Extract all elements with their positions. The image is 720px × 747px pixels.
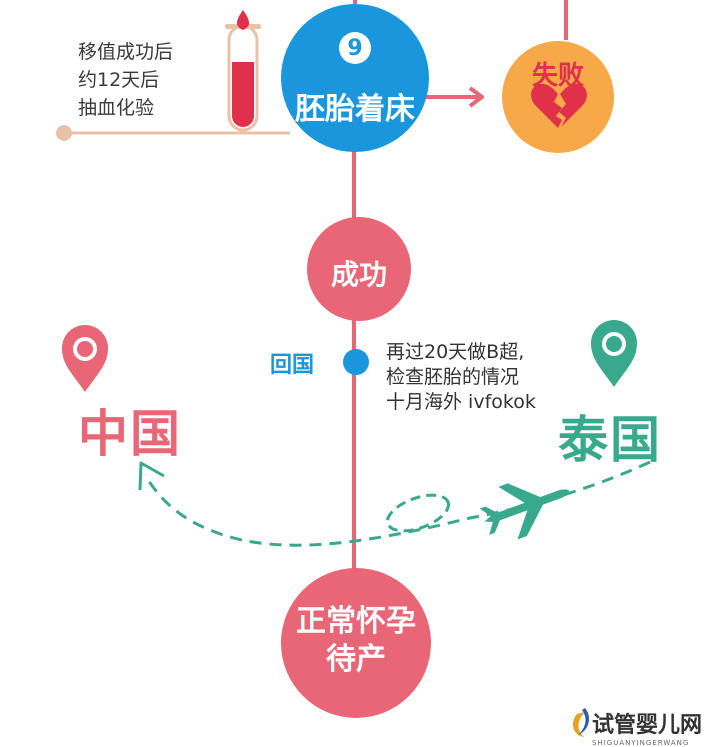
return-label: 回国 [270,353,315,378]
implantation-node [281,4,429,152]
brand-logo-icon [572,708,590,737]
china-label: 中国 [78,405,182,463]
location-pin-icon [62,325,108,392]
brand-name: 试管婴儿网 [592,712,703,738]
location-pin-icon [591,320,637,387]
thailand-label: 泰国 [558,411,662,469]
flight-loop [385,493,451,533]
return-dot [343,349,369,375]
flight-path [143,460,651,547]
brand-watermark: 试管婴儿网 SHIGUANYINGERWANG [592,707,702,747]
success-label: 成功 [330,258,387,291]
note-connector-dot [56,125,72,141]
implantation-title: 胚胎着床 [295,92,415,127]
flight-path-arrowhead [138,461,165,491]
fail-node [502,41,614,153]
ultrasound-note: 再过20天做B超, 检查胚胎的情况 十月海外 ivfokok [386,341,536,413]
pregnancy-label: 正常怀孕 待产 [296,604,416,677]
test-tube-icon [225,10,261,132]
blood-test-note: 移值成功后 约12天后 抽血化验 [78,41,174,119]
pregnancy-node [281,568,431,718]
success-node [307,217,411,321]
airplane-icon [479,483,570,540]
step-number: 9 [347,36,363,61]
step-number-badge [339,32,371,64]
brand-subtitle: SHIGUANYINGERWANG [592,739,690,747]
broken-heart-icon [531,83,587,128]
fail-label: 失败 [531,61,584,91]
